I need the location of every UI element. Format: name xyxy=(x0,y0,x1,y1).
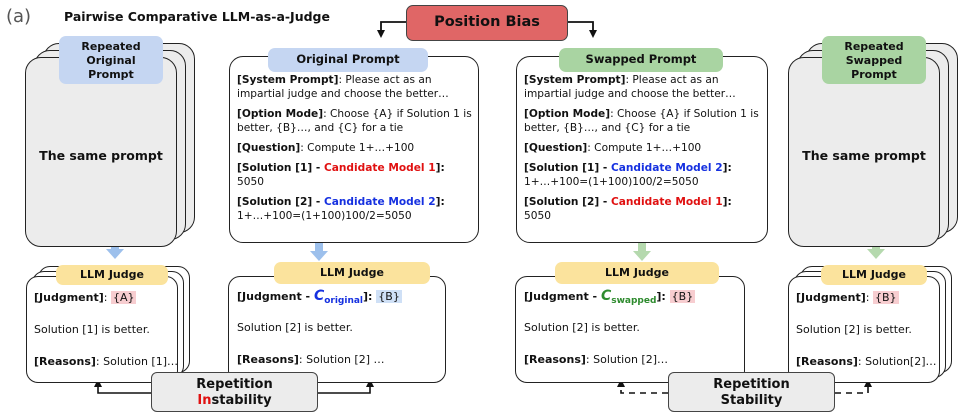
arrow-swapped xyxy=(633,240,651,261)
swapped-prompt-body: [System Prompt]: Please act as an impart… xyxy=(524,74,759,222)
same-prompt-left: The same prompt xyxy=(39,148,163,163)
repeated-original-stack-front: The same prompt xyxy=(25,57,177,247)
panel-label: (a) xyxy=(6,6,32,27)
judgment-value: {B} xyxy=(872,291,899,304)
original-prompt-body: [System Prompt]: Please act as an impart… xyxy=(237,74,472,222)
judgment-value: {B} xyxy=(376,290,402,303)
stability-line-left xyxy=(617,379,668,394)
judge2-card: [Judgment - Coriginal]: {B} Solution [2]… xyxy=(228,276,446,383)
position-bias-box: Position Bias xyxy=(406,5,568,41)
judge3-tag: LLM Judge xyxy=(555,262,719,284)
instability-line-left xyxy=(94,379,151,394)
reasons-label: [Reasons] xyxy=(34,355,96,368)
judge4-tag: LLM Judge xyxy=(821,265,927,285)
judge1-card: [Judgment]: {A} Solution [1] is better. … xyxy=(26,276,178,383)
same-prompt-right: The same prompt xyxy=(802,148,926,163)
judgment-line: Solution [2] is better. xyxy=(796,323,912,336)
judge4-card: [Judgment]: {B} Solution [2] is better. … xyxy=(788,276,940,383)
judge1-tag: LLM Judge xyxy=(56,265,168,285)
swapped-prompt-tag: Swapped Prompt xyxy=(559,48,723,72)
judge3-card: [Judgment - Cswapped]: {B} Solution [2] … xyxy=(515,276,745,383)
swapped-prompt-card: [System Prompt]: Please act as an impart… xyxy=(516,56,768,243)
repeated-original-tag: Repeated Original Prompt xyxy=(59,36,163,84)
bias-arrow-right xyxy=(568,21,597,38)
repetition-stability-box: Repetition Stability xyxy=(668,372,835,412)
repetition-instability-box: Repetition Instability xyxy=(151,372,318,412)
arrow-original xyxy=(310,240,328,261)
repeated-swapped-tag: Repeated Swapped Prompt xyxy=(822,36,926,84)
judgment-label: [Judgment] xyxy=(34,291,104,304)
judgment-value: {A} xyxy=(110,291,137,304)
instability-line-right xyxy=(318,379,374,394)
judgment-value: {B} xyxy=(669,290,696,303)
judgment-line: Solution [2] is better. xyxy=(524,321,640,334)
stability-line-right xyxy=(835,379,872,394)
bias-arrow-left xyxy=(377,21,406,38)
original-prompt-tag: Original Prompt xyxy=(268,48,428,72)
judge2-tag: LLM Judge xyxy=(274,262,430,284)
repeated-swapped-stack-front: The same prompt xyxy=(788,57,940,247)
judgment-line: Solution [1] is better. xyxy=(34,323,150,336)
diagram-title: Pairwise Comparative LLM-as-a-Judge xyxy=(64,9,330,24)
original-prompt-card: [System Prompt]: Please act as an impart… xyxy=(229,56,479,243)
judgment-line: Solution [2] is better. xyxy=(237,321,353,334)
